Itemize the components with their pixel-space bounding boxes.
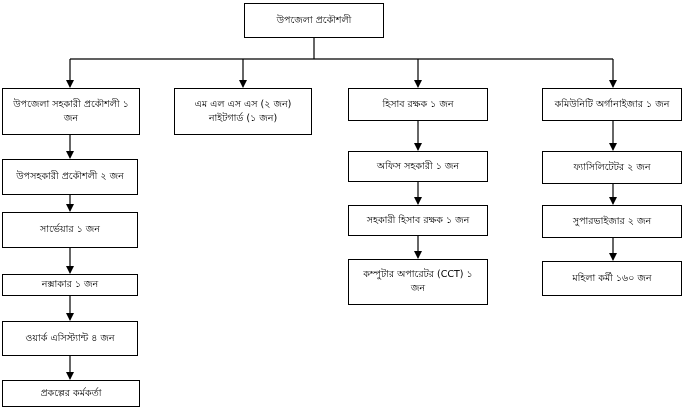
col4-child-3-node: মহিলা কর্মী ১৬০ জন [542,261,682,296]
root-node: উপজেলা প্রকৌশলী [244,3,384,38]
col3-child-1-node: অফিস সহকারী ১ জন [348,151,488,182]
col2-head-line-2: নাইটগার্ড (১ জন) [208,112,278,124]
col1-child-1-node: উপসহকারী প্রকৌশলী ২ জন [2,159,138,195]
col3-head-node: হিসাব রক্ষক ১ জন [348,88,488,121]
col3-child-3-node: কম্পুটার অপারেটর (CCT) ১ জন [348,259,488,305]
col3-child-3-label: কম্পুটার অপারেটর (CCT) ১ জন [363,269,473,294]
col1-child-2-node: সার্ভেয়ার ১ জন [2,212,138,248]
col4-child-2-label: সুপারভাইজার ২ জন [572,215,652,227]
col2-head-line-1: এম এল এস এস (২ জন) [194,98,292,110]
col1-child-5-label: প্রকল্পের কর্মকর্তা [40,387,102,399]
col3-child-1-label: অফিস সহকারী ১ জন [376,160,460,172]
col1-child-2-label: সার্ভেয়ার ১ জন [40,224,100,235]
col1-head-node: উপজেলা সহকারী প্রকৌশলী ১ জন [2,88,140,135]
col1-child-3-node: নক্সাকার ১ জন [2,274,138,296]
col4-child-3-label: মহিলা কর্মী ১৬০ জন [572,272,652,284]
root-label: উপজেলা প্রকৌশলী [276,14,352,26]
col4-child-1-node: ফ্যাসিলিটেটর ২ জন [542,151,682,184]
col4-child-1-label: ফ্যাসিলিটেটর ২ জন [573,161,651,173]
col3-child-2-label: সহকারী হিসাব রক্ষক ১ জন [366,214,470,226]
col4-head-label: কমিউনিটি অর্গানাইজার ১ জন [554,98,670,110]
col3-child-2-node: সহকারী হিসাব রক্ষক ১ জন [348,205,488,236]
col2-head-node: এম এল এস এস (২ জন) নাইটগার্ড (১ জন) [174,88,312,135]
col1-child-5-node: প্রকল্পের কর্মকর্তা [2,380,140,407]
col4-child-2-node: সুপারভাইজার ২ জন [542,205,682,238]
col1-child-3-label: নক্সাকার ১ জন [41,279,99,290]
col1-child-1-label: উপসহকারী প্রকৌশলী ২ জন [16,171,124,182]
col1-head-label: উপজেলা সহকারী প্রকৌশলী ১ জন [13,98,129,124]
col3-head-label: হিসাব রক্ষক ১ জন [382,98,454,110]
col1-child-4-node: ওয়ার্ক এসিস্ট্যান্ট ৪ জন [2,321,138,356]
col4-head-node: কমিউনিটি অর্গানাইজার ১ জন [542,88,682,121]
col1-child-4-label: ওয়ার্ক এসিস্ট্যান্ট ৪ জন [25,332,115,344]
